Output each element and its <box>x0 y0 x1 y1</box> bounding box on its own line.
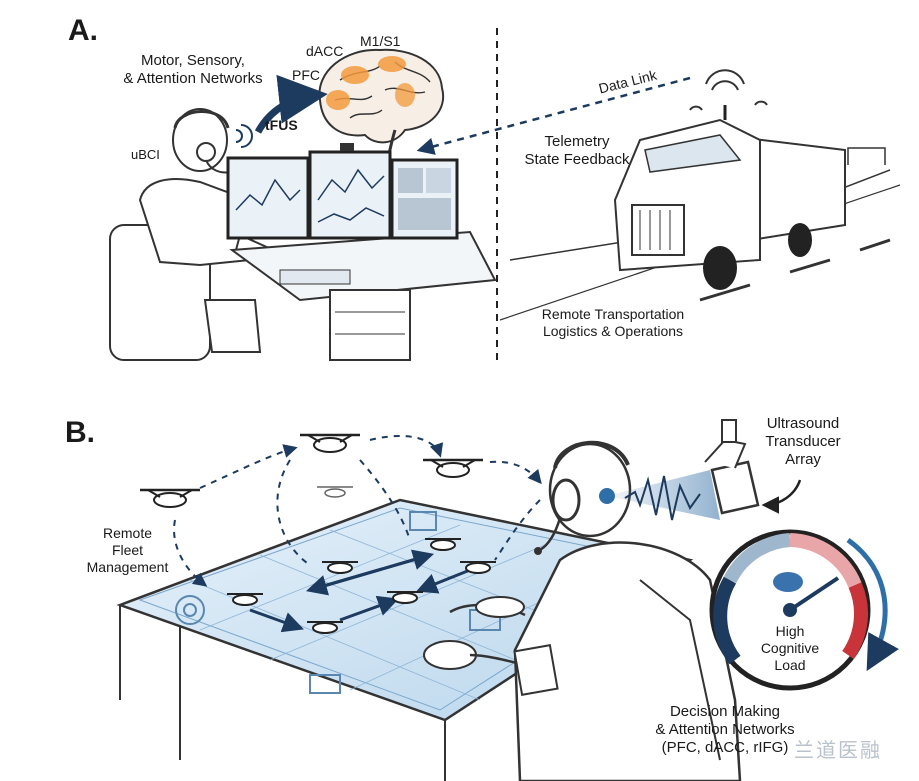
drone-group <box>227 538 496 634</box>
panel-b-letter: B. <box>65 416 95 449</box>
ultrasound-line3: Array <box>785 451 821 468</box>
ultrasound-label: Ultrasound Transducer Array <box>753 415 853 469</box>
region-pfc: PFC <box>292 67 320 83</box>
decision-line3: (PFC, dACC, rIFG) <box>661 739 789 756</box>
panel-a-letter: A. <box>68 14 98 47</box>
cognitive-load-gauge <box>709 529 871 691</box>
networks-label-line1: Motor, Sensory, <box>141 52 245 69</box>
decision-line2: & Attention Networks <box>655 721 795 738</box>
remote-transport-label: Remote Transportation Logistics & Operat… <box>528 306 698 340</box>
gauge-label: High Cognitive Load <box>745 623 835 674</box>
fleet-label: Remote Fleet Management <box>80 525 175 576</box>
decision-line1: Decision Making <box>669 703 781 720</box>
fleet-line1: Remote <box>102 525 153 541</box>
ultrasound-line1: Ultrasound <box>766 415 840 432</box>
region-m1s1: M1/S1 <box>360 33 401 49</box>
gauge-line1: High <box>775 623 805 639</box>
ultrasound-wave <box>624 475 701 521</box>
fleet-line2: Fleet <box>111 542 144 558</box>
gauge-line2: Cognitive <box>760 640 820 656</box>
transducer-arrow <box>761 479 802 514</box>
table-route-arrows <box>249 549 471 633</box>
gauge-line3: Load <box>774 657 806 673</box>
brain-illustration <box>318 48 445 159</box>
networks-label-line2: & Attention Networks <box>123 70 263 87</box>
tfus-arrow <box>254 74 328 134</box>
transducer-device <box>704 419 760 515</box>
region-dacc: dACC <box>306 43 344 59</box>
truck-scene <box>499 69 901 321</box>
fleet-line3: Management <box>86 559 169 575</box>
tfus-label: tFUS <box>265 117 298 133</box>
remote-transport-line1: Remote Transportation <box>541 306 685 322</box>
ultrasound-beam <box>607 470 720 520</box>
flight-paths <box>173 434 542 587</box>
watermark: 兰道医融 <box>794 738 882 762</box>
ubci-label: uBCI <box>131 147 160 162</box>
operator-b <box>423 440 742 781</box>
remote-transport-line2: Logistics & Operations <box>542 323 684 339</box>
gauge-arc-arrow <box>846 537 899 672</box>
flying-drones <box>140 433 483 508</box>
control-desk <box>226 143 497 361</box>
telemetry-label: Telemetry State Feedback <box>512 133 642 169</box>
telemetry-line2: State Feedback <box>524 151 630 168</box>
telemetry-line1: Telemetry <box>544 133 610 150</box>
ultrasound-line2: Transducer <box>765 433 841 450</box>
networks-label: Motor, Sensory, & Attention Networks <box>108 52 278 88</box>
holo-table <box>116 498 694 781</box>
decision-label: Decision Making & Attention Networks (PF… <box>640 703 810 757</box>
